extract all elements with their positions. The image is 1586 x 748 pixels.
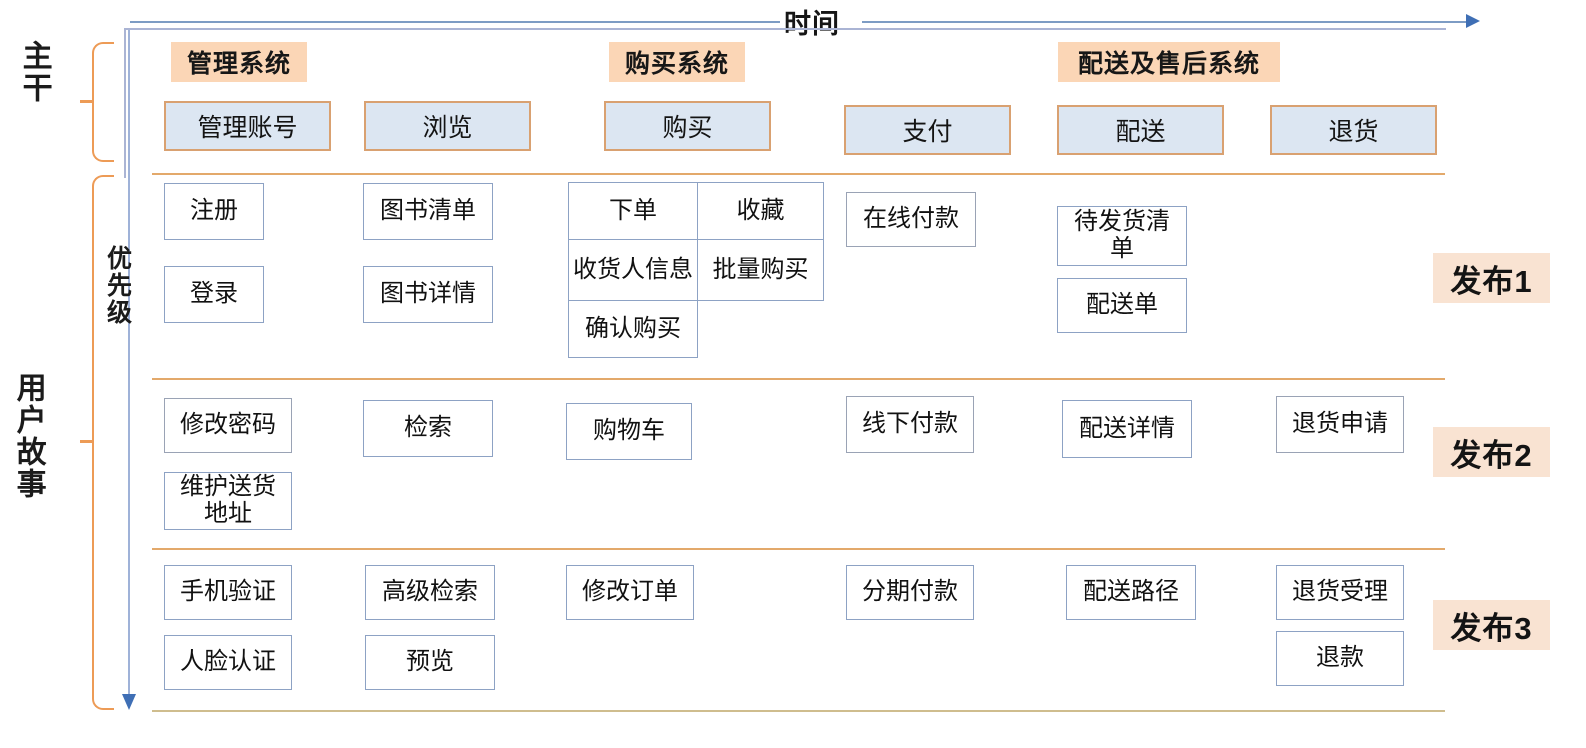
story-card-book-detail[interactable]: 图书详情 (363, 266, 493, 323)
story-card-shopping-cart[interactable]: 购物车 (566, 403, 692, 460)
release-divider-2-3 (152, 548, 1445, 550)
story-card-search[interactable]: 检索 (363, 400, 493, 457)
story-card-return-request[interactable]: 退货申请 (1276, 396, 1404, 453)
story-card-modify-order[interactable]: 修改订单 (566, 565, 694, 620)
story-card-confirm-purchase[interactable]: 确认购买 (568, 300, 698, 358)
backbone-card-purchase[interactable]: 购买 (604, 101, 771, 151)
story-card-face-authentication[interactable]: 人脸认证 (164, 635, 292, 690)
story-card-preview[interactable]: 预览 (365, 635, 495, 690)
purchase-story-grid: 下单 收货人信息 确认购买 收藏 批量购买 (568, 182, 824, 364)
backbone-section-label: 主干 (17, 40, 51, 104)
story-card-phone-verification[interactable]: 手机验证 (164, 565, 292, 620)
backbone-card-delivery[interactable]: 配送 (1057, 105, 1224, 155)
user-story-section-label: 用户故事 (11, 372, 45, 500)
backbone-card-payment[interactable]: 支付 (844, 105, 1011, 155)
backbone-card-return[interactable]: 退货 (1270, 105, 1437, 155)
story-card-return-handling[interactable]: 退货受理 (1276, 565, 1404, 620)
story-card-pending-shipment-list[interactable]: 待发货清单 (1057, 206, 1187, 266)
story-card-book-list[interactable]: 图书清单 (363, 183, 493, 240)
time-axis-label: 时间 (784, 9, 840, 39)
panel-left-border (124, 28, 126, 178)
story-card-delivery-detail[interactable]: 配送详情 (1062, 400, 1192, 458)
story-card-installment-payment[interactable]: 分期付款 (846, 565, 974, 620)
time-axis-line-right (862, 21, 1470, 23)
story-card-advanced-search[interactable]: 高级检索 (365, 565, 495, 620)
system-chip-purchase: 购买系统 (609, 42, 745, 82)
story-card-offline-payment[interactable]: 线下付款 (846, 396, 974, 453)
release-badge-3: 发布3 (1433, 600, 1550, 650)
system-chip-delivery-aftersales: 配送及售后系统 (1058, 42, 1280, 82)
story-card-favorite[interactable]: 收藏 (697, 182, 824, 240)
backbone-card-browse[interactable]: 浏览 (364, 101, 531, 151)
priority-arrow-head-icon (122, 694, 136, 710)
time-arrow-head-icon (1466, 14, 1480, 28)
priority-axis-line (128, 28, 130, 700)
time-axis-line-left (130, 21, 780, 23)
story-card-bulk-purchase[interactable]: 批量购买 (697, 239, 824, 301)
story-card-online-payment[interactable]: 在线付款 (846, 192, 976, 247)
release-badge-1: 发布1 (1433, 253, 1550, 303)
priority-axis-label: 优先级 (103, 245, 132, 326)
story-card-delivery-note[interactable]: 配送单 (1057, 278, 1187, 333)
story-card-login[interactable]: 登录 (164, 266, 264, 323)
backbone-card-manage-account[interactable]: 管理账号 (164, 101, 331, 151)
release-badge-2: 发布2 (1433, 427, 1550, 477)
system-chip-management: 管理系统 (171, 42, 307, 82)
story-card-register[interactable]: 注册 (164, 183, 264, 240)
backbone-brace-icon (80, 42, 114, 162)
story-card-refund[interactable]: 退款 (1276, 631, 1404, 686)
release-divider-1-2 (152, 378, 1445, 380)
release-divider-bottom (152, 710, 1445, 712)
story-card-consignee-info[interactable]: 收货人信息 (568, 239, 698, 301)
user-story-brace-icon (80, 175, 114, 710)
story-card-delivery-route[interactable]: 配送路径 (1066, 565, 1196, 620)
story-card-place-order[interactable]: 下单 (568, 182, 698, 240)
story-card-change-password[interactable]: 修改密码 (164, 398, 292, 453)
release-divider-top (152, 173, 1445, 175)
panel-top-border (124, 28, 1446, 30)
story-card-maintain-delivery-address[interactable]: 维护送货地址 (164, 472, 292, 530)
